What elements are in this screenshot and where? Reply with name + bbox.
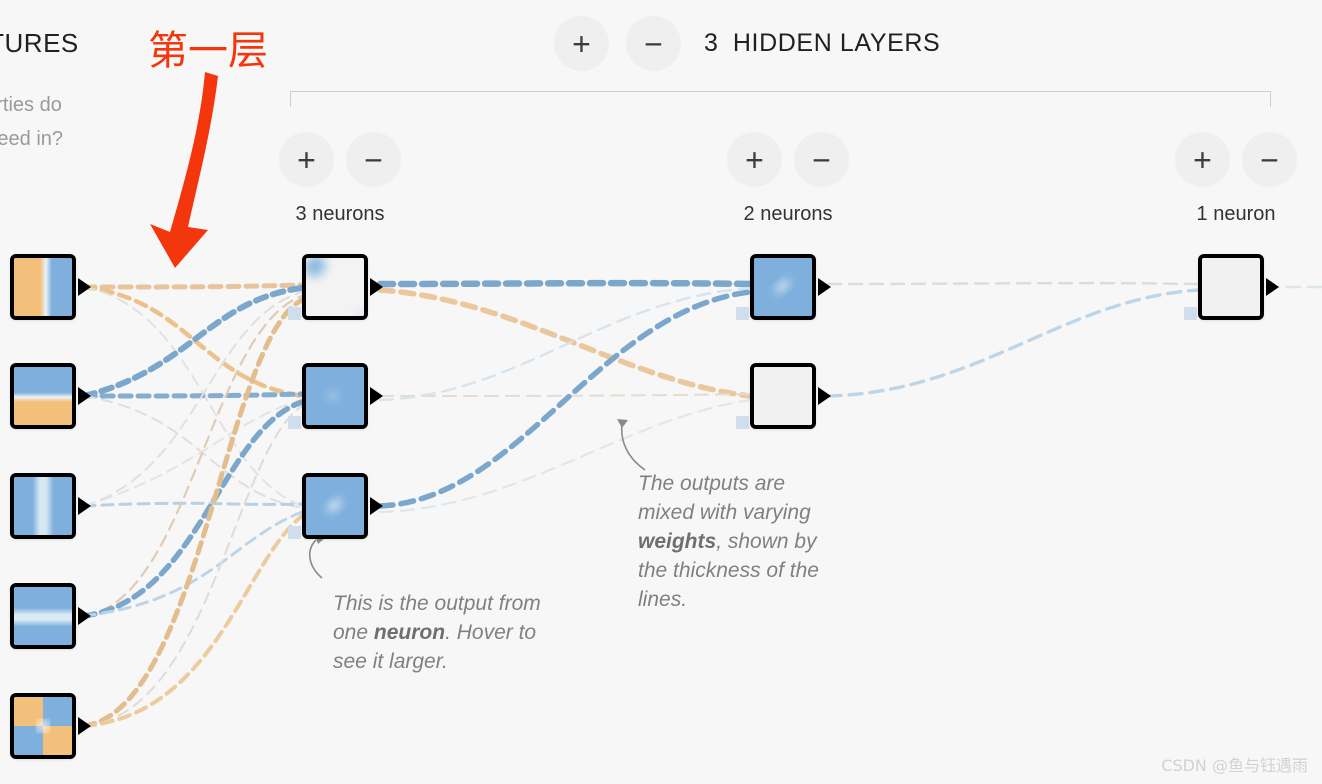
input-node-x2sq-output-arrow — [78, 607, 91, 625]
callout-weights-line5: thickness of the — [673, 559, 819, 582]
callout-neuron-tail: . Hover — [445, 621, 513, 644]
hidden-node-2-1[interactable] — [750, 254, 816, 320]
input-node-x1sq-output-arrow — [78, 497, 91, 515]
layer-3-controls: + − 1 neuron — [1154, 132, 1318, 226]
csdn-watermark: CSDN @鱼与钰遇雨 — [1161, 756, 1308, 775]
features-title: FEATURES — [0, 28, 79, 58]
remove-neuron-layer-3-button[interactable]: − — [1242, 132, 1297, 187]
link-group-input-to-l1 — [81, 282, 305, 729]
remove-hidden-layer-button[interactable]: − — [626, 16, 681, 71]
input-node-x1sq[interactable] — [10, 473, 76, 539]
hidden-node-1-3[interactable] — [302, 473, 368, 539]
hidden-node-1-1[interactable] — [302, 254, 368, 320]
plus-icon: + — [1193, 141, 1212, 178]
features-subtitle-line1: Which properties do — [0, 94, 62, 116]
input-node-x2-output-arrow — [78, 387, 91, 405]
hidden-node-1-2-heatmap — [306, 367, 364, 425]
callout-weights-line6: lines. — [638, 588, 688, 611]
hidden-node-1-2-output-arrow — [370, 387, 383, 405]
input-node-x2[interactable] — [10, 363, 76, 429]
output-node[interactable] — [1198, 254, 1264, 320]
plus-icon: + — [745, 141, 764, 178]
hidden-node-2-1-output-arrow — [818, 278, 831, 296]
callout-neuron-line1: This is the output — [333, 592, 493, 615]
features-subtitle: Which properties do you want to feed in? — [0, 88, 63, 156]
callout-weights-line3-pre: varying — [743, 501, 811, 524]
input-node-x1x2[interactable] — [10, 693, 76, 759]
layer-2-controls: + − 2 neurons — [706, 132, 870, 226]
hidden-node-2-2-bias[interactable] — [736, 416, 749, 429]
link-group-l1-to-l2 — [376, 279, 754, 514]
output-node-output-arrow — [1266, 278, 1279, 296]
callout-weights: The outputs are mixed with varying weigh… — [638, 469, 828, 614]
hidden-layers-label: HIDDEN LAYERS — [732, 29, 941, 57]
callout-weights-line1: The outputs are — [638, 472, 786, 495]
hidden-node-2-1-heatmap — [754, 258, 812, 316]
plus-icon: + — [572, 25, 591, 62]
hidden-node-1-3-output-arrow — [370, 497, 383, 515]
layers-bracket — [290, 91, 1271, 107]
input-node-x1-heatmap — [14, 258, 72, 316]
hidden-node-1-3-heatmap — [306, 477, 364, 535]
input-node-x2-heatmap — [14, 367, 72, 425]
add-neuron-layer-2-button[interactable]: + — [727, 132, 782, 187]
input-node-x2sq[interactable] — [10, 583, 76, 649]
hidden-node-1-1-bias[interactable] — [288, 307, 301, 320]
add-hidden-layer-button[interactable]: + — [554, 16, 609, 71]
callout-neuron-line2: from one — [333, 592, 541, 644]
layer-1-neuron-count-label: 3 neurons — [295, 203, 385, 225]
hidden-node-2-2-output-arrow — [818, 387, 831, 405]
input-node-x1-output-arrow — [78, 278, 91, 296]
input-node-x1sq-heatmap — [14, 477, 72, 535]
plus-icon: + — [297, 141, 316, 178]
hidden-node-2-2[interactable] — [750, 363, 816, 429]
callout-neuron: This is the output from one neuron. Hove… — [333, 589, 543, 676]
hidden-layer-count: 3 — [704, 29, 718, 57]
add-neuron-layer-3-button[interactable]: + — [1175, 132, 1230, 187]
callout-weights-bold: weights — [638, 530, 717, 553]
input-node-x1x2-output-arrow — [78, 717, 91, 735]
hidden-node-2-1-bias[interactable] — [736, 307, 749, 320]
input-node-x1x2-heatmap — [14, 697, 72, 755]
callout-weights-line3-post: , — [716, 530, 723, 553]
hidden-node-2-2-heatmap — [754, 367, 812, 425]
input-node-x1[interactable] — [10, 254, 76, 320]
output-node-bias[interactable] — [1184, 307, 1197, 320]
hidden-node-1-2[interactable] — [302, 363, 368, 429]
hidden-node-1-1-output-arrow — [370, 278, 383, 296]
hidden-node-1-1-heatmap — [306, 258, 364, 316]
annotation-first-layer: 第一层 — [148, 28, 268, 74]
layer-2-neuron-count-label: 2 neurons — [743, 203, 833, 225]
callout-neuron-bold: neuron — [373, 621, 446, 644]
callout-weights-line2: mixed with — [638, 501, 738, 524]
features-subtitle-line2: you want to feed in? — [0, 128, 64, 150]
minus-icon: − — [1260, 141, 1279, 178]
hidden-node-1-3-bias[interactable] — [288, 526, 301, 539]
minus-icon: − — [364, 141, 383, 178]
remove-neuron-layer-2-button[interactable]: − — [794, 132, 849, 187]
add-neuron-layer-1-button[interactable]: + — [279, 132, 334, 187]
red-down-arrow — [150, 72, 218, 268]
minus-icon: − — [644, 25, 663, 62]
hidden-node-1-2-bias[interactable] — [288, 416, 301, 429]
callout-neuron-line4: to see it larger. — [333, 621, 537, 673]
hidden-layers-controls: + − 3 HIDDEN LAYERS — [554, 16, 940, 71]
callout-weights-line4: shown by the — [638, 530, 817, 582]
minus-icon: − — [812, 141, 831, 178]
layer-1-controls: + − 3 neurons — [258, 132, 422, 226]
remove-neuron-layer-1-button[interactable]: − — [346, 132, 401, 187]
input-node-x2sq-heatmap — [14, 587, 72, 645]
layer-3-neuron-count-label: 1 neuron — [1196, 203, 1276, 225]
output-node-heatmap — [1202, 258, 1260, 316]
